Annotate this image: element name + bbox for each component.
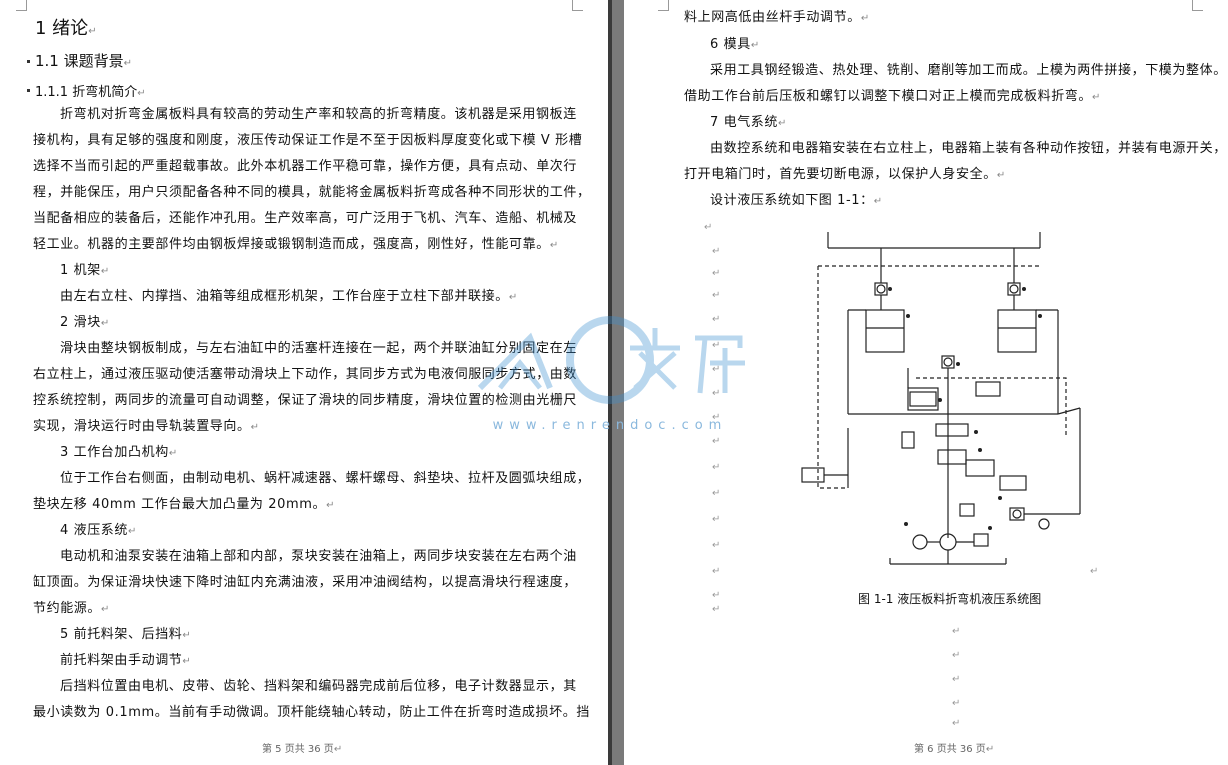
paragraph-mark: ↵ <box>712 514 721 525</box>
heading-2: 1.1 课题背景↵ <box>35 52 133 70</box>
text-line: 借助工作台前后压板和螺钉以调整下模口对正上模而完成板料折弯。↵ <box>684 89 1101 104</box>
list-bullet <box>27 89 30 92</box>
paragraph-mark: ↵ <box>712 604 721 615</box>
crop-mark <box>658 0 669 11</box>
section-label: 2 滑块↵ <box>60 315 110 330</box>
paragraph-mark: ↵ <box>712 388 721 399</box>
document-page-right: 料上网高低由丝杆手动调节。↵ 6 模具↵ 采用工具钢经锻造、热处理、铣削、磨削等… <box>624 0 1228 765</box>
text-line: 滑块由整块钢板制成，与左右油缸中的活塞杆连接在一起，两个并联油缸分别固定在左 <box>60 341 577 356</box>
paragraph-mark: ↵ <box>952 650 961 661</box>
text-line: 电动机和油泵安装在油箱上部和内部，泵块安装在油箱上，两同步块安装在左右两个油 <box>60 549 577 564</box>
paragraph-mark: ↵ <box>712 340 721 351</box>
paragraph-mark: ↵ <box>712 540 721 551</box>
page-footer: 第 5 页共 36 页↵ <box>262 744 343 755</box>
document-page-left: 1 绪论↵ 1.1 课题背景↵ 1.1.1 折弯机简介↵ 折弯机对折弯金属板料具… <box>0 0 608 765</box>
crop-mark <box>1192 0 1203 11</box>
paragraph-mark: ↵ <box>712 314 721 325</box>
paragraph-mark: ↵ <box>712 412 721 423</box>
text-line: 控系统控制，两同步的流量可自动调整，保证了滑块的同步精度，滑块位置的检测由光栅尺 <box>33 393 578 408</box>
text-line: 采用工具钢经锻造、热处理、铣削、磨削等加工而成。上模为两件拼接，下模为整体。 <box>710 63 1227 78</box>
paragraph-mark: ↵ <box>712 290 721 301</box>
section-label: 4 液压系统↵ <box>60 523 137 538</box>
crop-mark <box>16 0 27 11</box>
text-line: 选择不当而引起的严重超载事故。此外本机器工作平稳可靠，操作方便，具有点动、单次行 <box>33 159 578 174</box>
paragraph-mark: ↵ <box>712 246 721 257</box>
text-line: 折弯机对折弯金属板料具有较高的劳动生产率和较高的折弯精度。该机器是采用钢板连 <box>60 107 577 122</box>
text-line: 右立柱上，通过液压驱动使活塞带动滑块上下动作，其同步方式为电液伺服同步方式，由数 <box>33 367 578 382</box>
text-line: 最小读数为 0.1mm。当前有手动微调。顶杆能绕轴心转动，防止工件在折弯时造成损… <box>33 705 590 720</box>
paragraph-mark: ↵ <box>952 674 961 685</box>
section-label: 1 机架↵ <box>60 263 110 278</box>
section-label: 7 电气系统↵ <box>710 115 787 130</box>
text-line: 位于工作台右侧面，由制动电机、蜗杆减速器、螺杆螺母、斜垫块、拉杆及圆弧块组成， <box>60 471 591 486</box>
text-line: 程，并能保压，用户只须配备各种不同的模具，就能将金属板料折弯成各种不同形状的工件… <box>33 185 591 200</box>
paragraph-mark: ↵ <box>712 462 721 473</box>
paragraph-mark: ↵ <box>712 364 721 375</box>
paragraph-mark: ↵ <box>952 698 961 709</box>
heading-1: 1 绪论↵ <box>35 18 97 39</box>
figure-caption: 图 1-1 液压板料折弯机液压系统图 <box>858 592 1042 606</box>
text-line: 由数控系统和电器箱安装在右立柱上，电器箱上装有各种动作按钮，并装有电源开关， <box>710 141 1227 156</box>
paragraph-mark: ↵ <box>712 488 721 499</box>
heading-3: 1.1.1 折弯机简介↵ <box>35 85 146 100</box>
text-line: 后挡料位置由电机、皮带、齿轮、挡料架和编码器完成前后位移，电子计数器显示，其 <box>60 679 577 694</box>
page-footer: 第 6 页共 36 页↵ <box>914 744 995 755</box>
renrendoc-logo-icon <box>477 316 745 404</box>
text-line: 实现，滑块运行时由导轨装置导向。↵ <box>33 419 260 434</box>
section-label: 5 前托料架、后挡料↵ <box>60 627 192 642</box>
text-line: 由左右立柱、内撑挡、油箱等组成框形机架，工作台座于立柱下部并联接。↵ <box>60 289 518 304</box>
paragraph-mark: ↵ <box>712 436 721 447</box>
paragraph-mark: ↵ <box>704 222 713 233</box>
text-line: 接机构，具有足够的强度和刚度，液压传动保证工作是不至于因板料厚度变化或下模 V … <box>33 133 583 148</box>
text-line: 当配备相应的装备后，还能作冲孔用。生产效率高，可广泛用于飞机、汽车、造船、机械及 <box>33 211 578 226</box>
text-line: 前托料架由手动调节↵ <box>60 653 192 668</box>
text-line: 轻工业。机器的主要部件均由钢板焊接或锻钢制造而成，强度高，刚性好，性能可靠。↵ <box>33 237 559 252</box>
section-label: 6 模具↵ <box>710 37 760 52</box>
text-line: 垫块左移 40mm 工作台最大加凸量为 20mm。↵ <box>33 497 336 512</box>
paragraph-mark: ↵ <box>952 626 961 637</box>
list-bullet <box>27 60 30 63</box>
text-line: 节约能源。↵ <box>33 601 110 616</box>
paragraph-mark: ↵ <box>712 566 721 577</box>
text-line: 打开电箱门时，首先要切断电源，以保护人身安全。↵ <box>684 167 1006 182</box>
paragraph-mark: ↵ <box>712 268 721 279</box>
section-label: 3 工作台加凸机构↵ <box>60 445 178 460</box>
paragraph-mark: ↵ <box>712 590 721 601</box>
text-line: 设计液压系统如下图 1-1：↵ <box>710 193 883 208</box>
crop-mark <box>572 0 583 11</box>
watermark-url: www.renrendoc.com <box>492 418 728 433</box>
hydraulic-system-diagram <box>801 232 1081 565</box>
paragraph-mark: ↵ <box>1090 566 1099 577</box>
text-line: 缸顶面。为保证滑块快速下降时油缸内充满油液，采用冲油阀结构，以提高滑块行程速度， <box>33 575 578 590</box>
paragraph-mark: ↵ <box>952 718 961 729</box>
watermark: www.renrendoc.com <box>460 308 760 438</box>
page-gutter <box>608 0 624 765</box>
text-line: 料上网高低由丝杆手动调节。↵ <box>684 10 870 25</box>
